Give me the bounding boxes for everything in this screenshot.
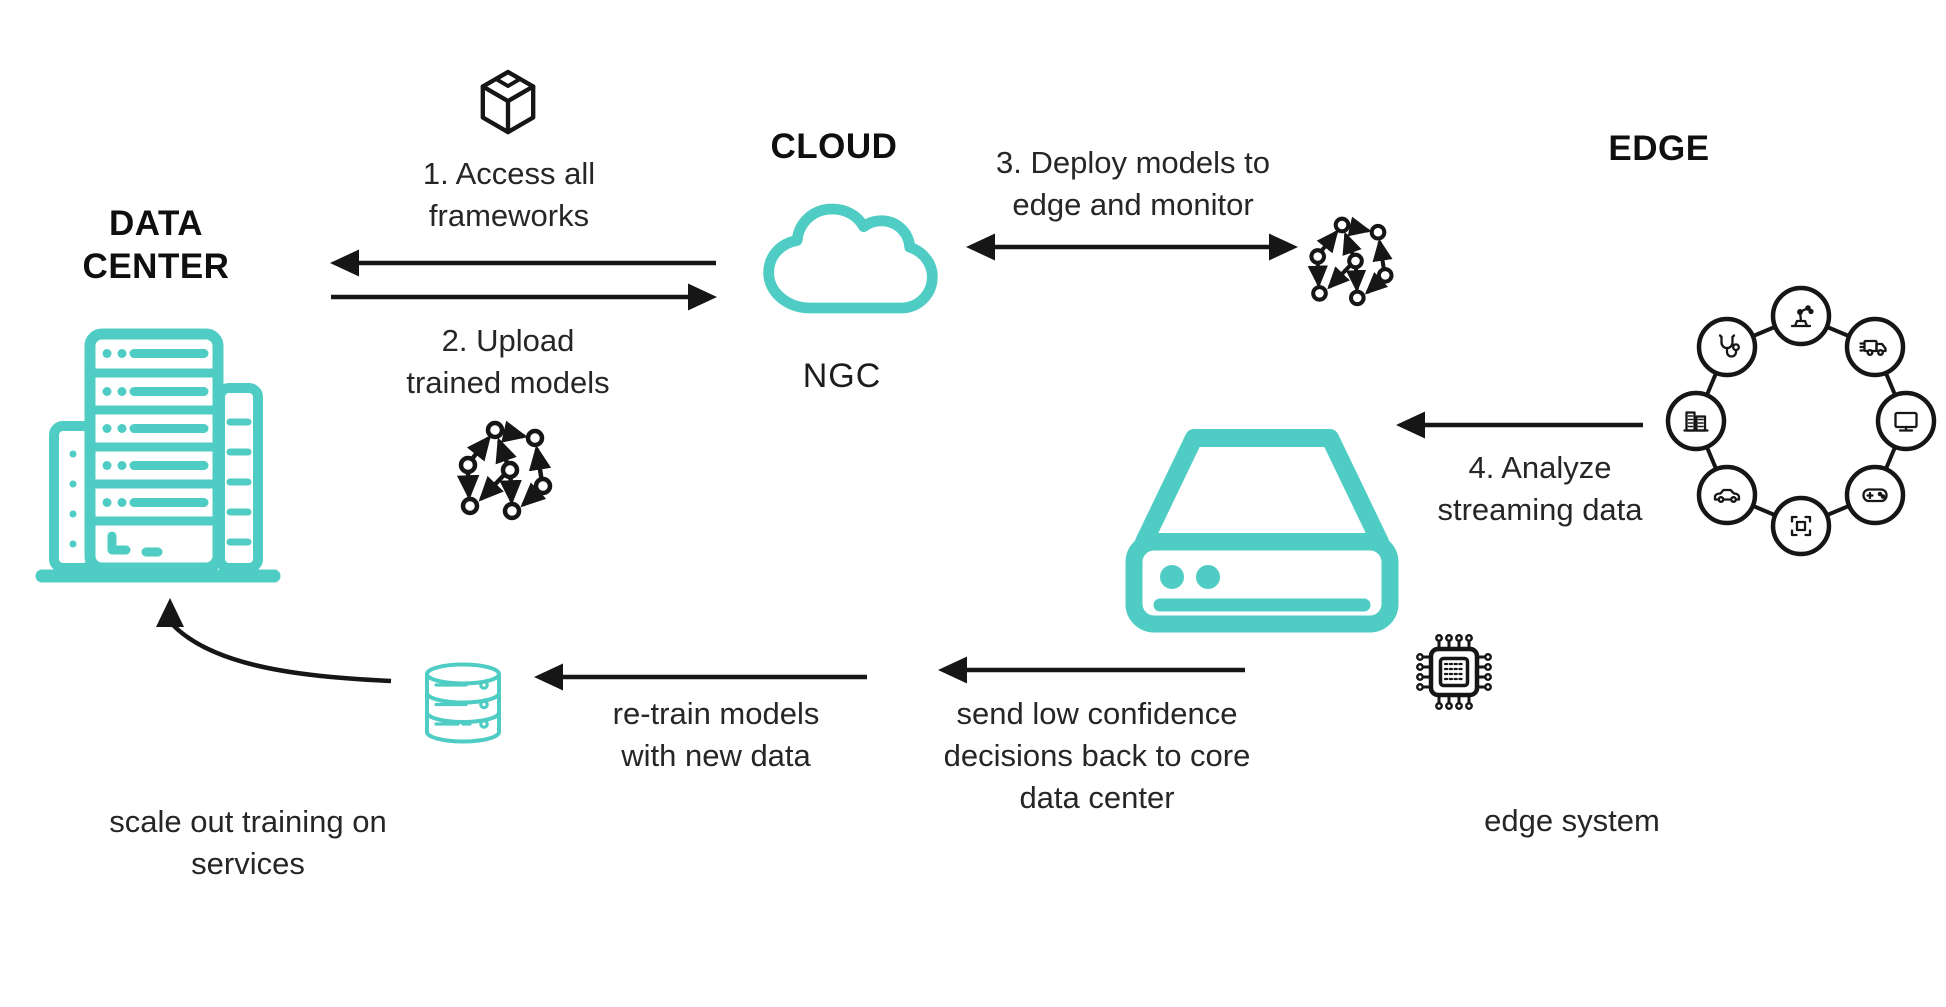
edge-industries-ring <box>1665 285 1937 557</box>
step-4-label: 4. Analyze streaming data <box>1437 450 1643 528</box>
retrain-label: re-train models with new data <box>612 696 820 774</box>
building-icon <box>1683 411 1709 432</box>
scale-out-label: scale out training on services <box>109 804 387 882</box>
arrow-database-to-datacenter <box>156 598 392 684</box>
database-icon <box>425 662 501 744</box>
processor-chip-icon <box>1416 634 1492 710</box>
step-2-label: 2. Upload trained models <box>406 323 610 401</box>
game-controller-icon <box>1862 488 1888 503</box>
arrow-datacenter-to-cloud <box>331 283 717 311</box>
node-graph-icon <box>1306 214 1396 308</box>
node-graph-icon <box>455 418 555 522</box>
arrow-to-database <box>534 663 867 691</box>
arrow-cloud-to-datacenter <box>330 249 716 277</box>
package-cube-icon <box>480 69 536 135</box>
monitor-icon <box>1894 411 1918 432</box>
server-rack-icon <box>35 328 281 583</box>
data-center-title: DATA CENTER <box>82 204 230 286</box>
edge-title: EDGE <box>1608 129 1710 168</box>
arrow-cloud-edge-bidirectional <box>966 233 1298 261</box>
robotic-arm-icon <box>1790 305 1814 328</box>
arrow-edgeserver-to-retrain <box>938 656 1245 684</box>
stethoscope-icon <box>1718 334 1740 358</box>
step-3-label: 3. Deploy models to edge and monitor <box>996 145 1270 223</box>
cloud-title: CLOUD <box>770 127 898 166</box>
step-1-label: 1. Access all frameworks <box>422 156 596 234</box>
delivery-truck-icon <box>1859 339 1887 356</box>
scan-frame-icon <box>1790 515 1812 537</box>
low-confidence-label: send low confidence decisions back to co… <box>943 696 1251 816</box>
cloud-icon <box>763 203 938 314</box>
edge-system-label: edge system <box>1484 803 1660 838</box>
arrow-ring-to-edgeserver <box>1396 411 1643 439</box>
car-icon <box>1713 488 1741 503</box>
edge-appliance-icon <box>1125 429 1399 633</box>
ngc-label: NGC <box>802 357 882 395</box>
